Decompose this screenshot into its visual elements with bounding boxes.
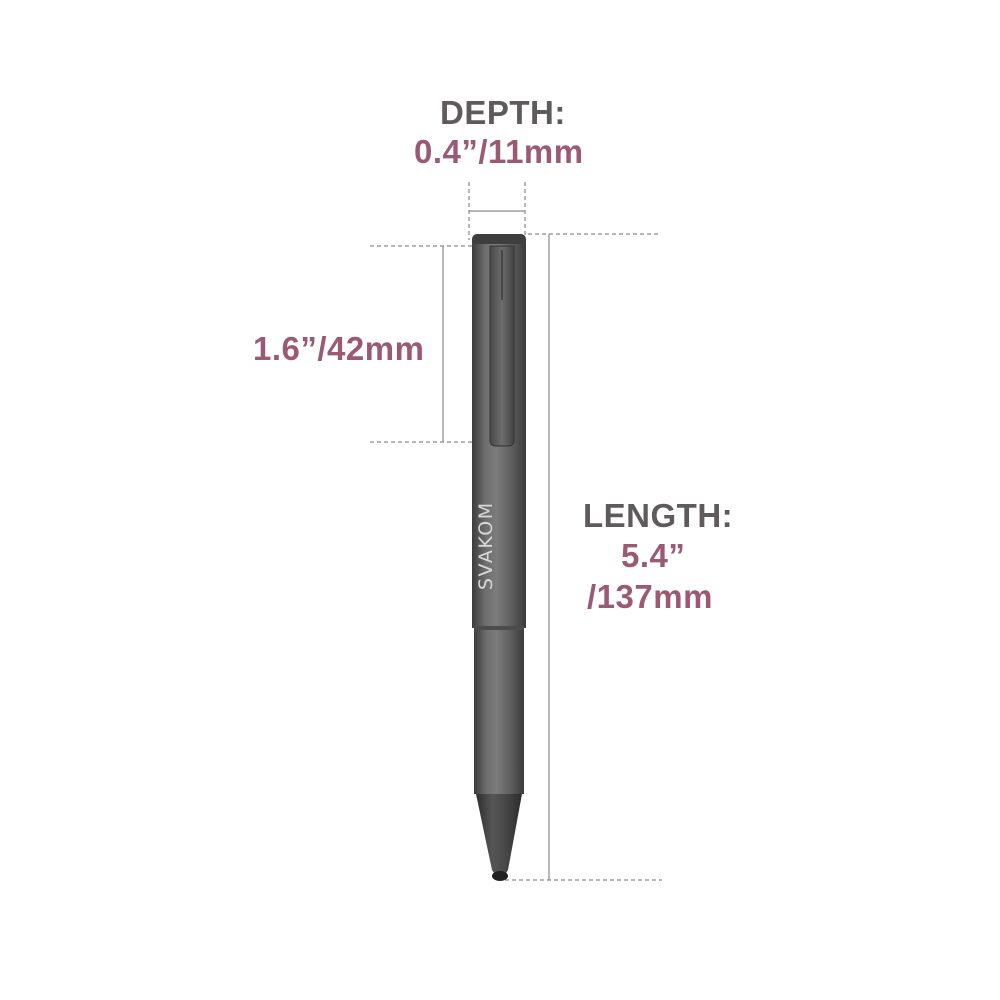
pen-image: SVAKOM	[472, 234, 526, 881]
clip-dimension	[370, 245, 475, 443]
depth-value: 0.4”/11mm	[414, 133, 584, 170]
brand-logo: SVAKOM	[475, 501, 497, 590]
depth-dimension	[468, 182, 526, 240]
length-value-inches: 5.4”	[621, 537, 686, 574]
pen-joint	[474, 626, 524, 630]
length-title: LENGTH:	[583, 497, 734, 534]
pen-clip	[489, 245, 515, 447]
pen-tip	[476, 794, 522, 877]
depth-title: DEPTH:	[440, 94, 566, 131]
clip-length-value: 1.6”/42mm	[253, 330, 425, 367]
length-dimension	[505, 233, 662, 881]
length-value-mm: /137mm	[587, 578, 713, 615]
pen-lower-body	[474, 630, 524, 794]
